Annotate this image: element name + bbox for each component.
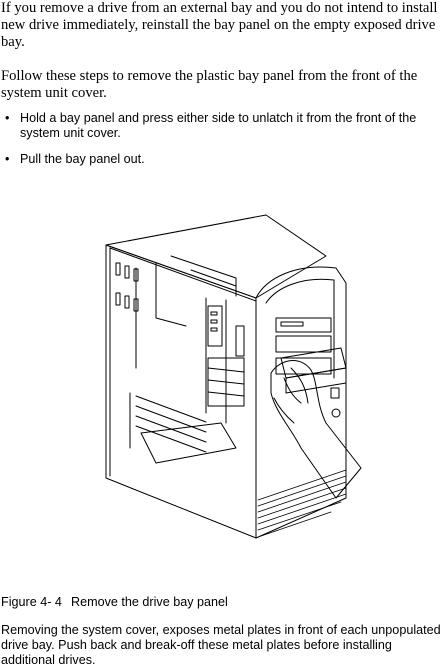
list-item-text: Hold a bay panel and press either side t… bbox=[20, 111, 417, 140]
hand-icon bbox=[270, 360, 362, 499]
drive-bay-panel-illustration bbox=[105, 214, 362, 539]
front-bezel bbox=[255, 266, 347, 539]
figure-caption-text: Remove the drive bay panel bbox=[71, 595, 228, 609]
internal-frame bbox=[135, 255, 237, 424]
rear-vent-slots bbox=[115, 262, 139, 312]
expansion-slots bbox=[129, 392, 237, 464]
intro-paragraph: If you remove a drive from an external b… bbox=[1, 0, 438, 50]
bullet-icon: • bbox=[5, 152, 10, 166]
bay-panel bbox=[280, 347, 347, 394]
note-paragraph: Removing the system cover, exposes metal… bbox=[1, 623, 441, 667]
steps-intro-paragraph: Follow these steps to remove the plastic… bbox=[1, 68, 418, 101]
drive-bays bbox=[207, 305, 245, 407]
list-item-text: Pull the bay panel out. bbox=[20, 152, 145, 166]
bullet-icon: • bbox=[5, 111, 10, 125]
figure-caption: Figure 4- 4 Remove the drive bay panel bbox=[1, 595, 447, 610]
base-grille bbox=[257, 469, 347, 537]
figure-label: Figure 4- 4 bbox=[1, 595, 62, 609]
